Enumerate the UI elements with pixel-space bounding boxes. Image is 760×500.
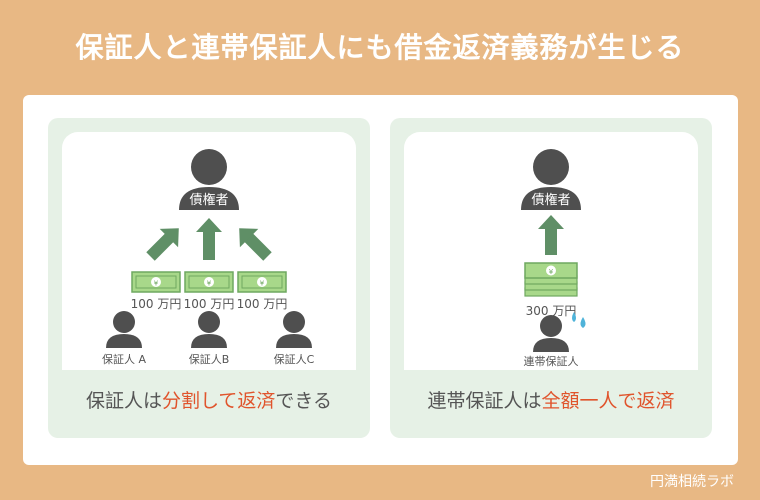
caption-highlight: 全額一人で返済 bbox=[541, 390, 675, 412]
svg-text:¥: ¥ bbox=[260, 280, 265, 288]
caption-highlight: 分割して返済 bbox=[161, 390, 276, 412]
amount-label: 100 万円 bbox=[237, 297, 288, 311]
svg-text:¥: ¥ bbox=[207, 280, 212, 288]
guarantor-caption: 保証人は分割して返済できる bbox=[48, 386, 370, 413]
guarantor-c-label: 保証人C bbox=[274, 352, 315, 366]
arrow-up-icon bbox=[538, 215, 564, 255]
site-brand-footer: 円満相続ラボ bbox=[650, 474, 734, 490]
amount-label: 100 万円 bbox=[131, 297, 182, 311]
diagram-board: 債権者 bbox=[23, 95, 738, 465]
guarantor-panel: 債権者 bbox=[48, 118, 370, 438]
creditor-label: 債権者 bbox=[531, 192, 570, 208]
sweat-drop-icon bbox=[572, 312, 586, 328]
caption-text: できる bbox=[275, 390, 333, 412]
money-bill-icon: ¥ bbox=[184, 271, 234, 293]
svg-text:¥: ¥ bbox=[154, 280, 159, 288]
arrow-up-right-icon bbox=[239, 228, 272, 261]
caption-text: 保証人は bbox=[85, 390, 162, 412]
joint-guarantor-diagram: 債権者 ¥ 300 万円 bbox=[404, 132, 698, 370]
money-bill-icon: ¥ bbox=[131, 271, 181, 293]
joint-guarantor-caption: 連帯保証人は全額一人で返済 bbox=[390, 386, 712, 413]
svg-text:¥: ¥ bbox=[549, 268, 554, 276]
guarantor-diagram: 債権者 bbox=[62, 132, 356, 370]
joint-guarantor-person-icon bbox=[533, 315, 569, 352]
joint-guarantor-label: 連帯保証人 bbox=[524, 354, 579, 368]
guarantor-a-label: 保証人 A bbox=[102, 352, 146, 366]
guarantor-b-person-icon bbox=[191, 311, 227, 348]
caption-text: 連帯保証人は bbox=[427, 390, 542, 412]
amount-label: 300 万円 bbox=[526, 304, 577, 318]
arrow-up-left-icon bbox=[146, 228, 179, 261]
money-stack-icon: ¥ bbox=[524, 262, 578, 297]
joint-guarantor-diagram-svg: 債権者 ¥ 300 万円 bbox=[521, 149, 586, 368]
creditor-label: 債権者 bbox=[189, 192, 228, 208]
creditor-person-icon bbox=[179, 149, 239, 210]
money-bill-icon: ¥ bbox=[237, 271, 287, 293]
page-title: 保証人と連帯保証人にも借金返済義務が生じる bbox=[75, 31, 685, 64]
guarantor-c-person-icon bbox=[276, 311, 312, 348]
joint-guarantor-panel: 債権者 ¥ 300 万円 bbox=[390, 118, 712, 438]
guarantor-diagram-svg: 債権者 bbox=[102, 149, 315, 366]
guarantor-b-label: 保証人B bbox=[189, 352, 230, 366]
guarantor-a-person-icon bbox=[106, 311, 142, 348]
arrow-up-icon bbox=[196, 218, 222, 260]
creditor-person-icon bbox=[521, 149, 581, 210]
amount-label: 100 万円 bbox=[184, 297, 235, 311]
